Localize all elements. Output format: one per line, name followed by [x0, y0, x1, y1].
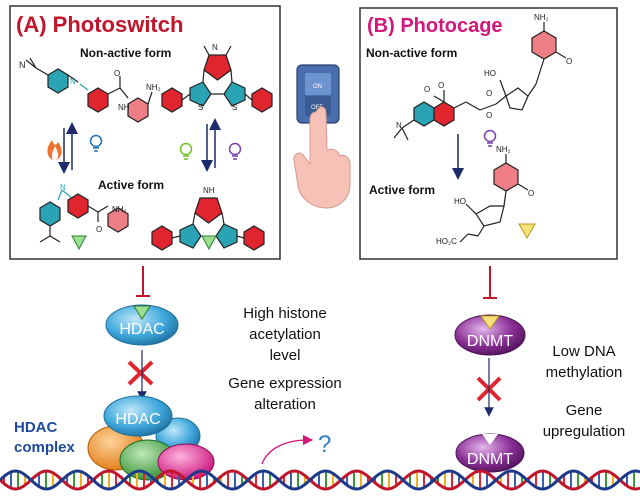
chem-ho-b-active: HO	[454, 197, 466, 206]
dna-strand	[0, 469, 640, 491]
chem-o-b3: O	[486, 111, 492, 120]
hdac-complex-group	[87, 395, 215, 481]
panel-a-inactive-label: Non-active form	[80, 46, 171, 60]
curved-magenta-arrow	[261, 434, 314, 465]
chem-azo-n-active: N	[60, 183, 66, 192]
dnmt-effect-line1: Low DNA	[552, 343, 615, 360]
panel-b-frame	[359, 7, 618, 260]
chem-o-b5: O	[566, 57, 572, 66]
chem-o-b2: O	[424, 85, 430, 94]
chem-n-label: N	[19, 60, 26, 70]
panel-b-title: (B) Photocage	[367, 15, 503, 37]
chem-o-b-active: O	[528, 189, 534, 198]
dithienylethene-active-molecule	[151, 197, 265, 251]
hdac-label: HDAC	[119, 321, 164, 338]
chem-o-b1: O	[438, 81, 444, 90]
azobenzene-active-molecule	[39, 189, 129, 243]
chem-s-label-2: S	[232, 103, 237, 112]
hdac-effect-line5: alteration	[254, 396, 316, 413]
hdac-complex-caption-line1: HDAC	[14, 419, 57, 436]
dnmt-effect-line3: Gene	[566, 402, 603, 419]
switch-off-label: OFF	[311, 105, 323, 111]
panel-a-left-equilibrium-arrows	[58, 122, 78, 174]
chem-s-label-1: S	[198, 103, 203, 112]
chem-n-b: N	[396, 121, 402, 130]
panel-b-inactive-label: Non-active form	[366, 46, 457, 60]
dnmt-label: DNMT	[467, 333, 513, 350]
blue-light-bulb-icon	[89, 134, 103, 152]
dnmt-inhibition-arrow	[483, 266, 497, 299]
chem-nh-dte-active: NH	[203, 186, 215, 195]
chem-nh2-label: NH₂	[146, 83, 161, 92]
hdac-inhibition-arrow	[136, 266, 150, 297]
hdac-bound-inhibitor-triangle	[133, 305, 151, 320]
green-light-bulb-icon	[179, 142, 193, 160]
dna-double-helix	[0, 469, 640, 491]
dnmt-enzyme	[454, 314, 526, 356]
active-site-triangle-b	[518, 223, 536, 240]
purple-light-bulb-icon	[228, 142, 242, 160]
dithienylethene-inactive-molecule	[161, 45, 273, 113]
chem-nh-label: NH	[118, 103, 130, 112]
hdac-effect-line1: High histone	[243, 305, 326, 322]
chem-nh2-b: NH₂	[534, 13, 549, 22]
hand-pressing-icon	[293, 106, 351, 209]
chem-azo-n-label: N	[70, 77, 76, 86]
hdac-effect-text: High histone acetylation level Gene expr…	[228, 305, 341, 413]
panel-a-title: (A) Photoswitch	[16, 12, 183, 37]
hdac-effect-line2: acetylation	[249, 326, 321, 343]
chem-ho-b: HO	[484, 69, 496, 78]
hdac-effect-line4: Gene expression	[228, 375, 341, 392]
dna-strand	[0, 469, 640, 491]
heat-flame-icon	[47, 140, 62, 160]
azobenzene-inactive-molecule	[25, 57, 153, 123]
dnmt-bottom-label: DNMT	[467, 451, 513, 468]
panel-b-active-label: Active form	[369, 183, 435, 197]
chem-o-b4: O	[486, 89, 492, 98]
dnmt-empty-pocket	[482, 434, 498, 445]
dnmt-effect-line2: methylation	[546, 364, 623, 381]
chem-n-label-dte: N	[212, 43, 218, 52]
light-switch-icon: ON OFF	[296, 64, 340, 124]
hdac-block-cross-icon	[127, 360, 154, 386]
caged-nucleoside-molecule	[393, 22, 567, 141]
hdac-complex-caption-line2: complex	[14, 439, 76, 456]
purple-light-bulb-b-icon	[483, 129, 497, 147]
hdac-enzyme	[105, 304, 179, 346]
active-site-triangle-a2	[201, 235, 217, 251]
dnmt-effect-text: Low DNA methylation Gene upregulation	[543, 343, 626, 440]
decitabine-active-molecule	[459, 154, 529, 243]
chem-nh2-active: NH₂	[112, 205, 127, 214]
chem-hooc-b-active: HO₂C	[436, 237, 457, 246]
panel-a-right-equilibrium-arrows	[201, 118, 221, 172]
chem-o-label: O	[114, 69, 120, 78]
panel-a-active-label: Active form	[98, 178, 164, 192]
hdac-complex-label: HDAC	[115, 411, 160, 428]
switch-on-label: ON	[313, 84, 322, 90]
unknown-effect-question-mark: ?	[318, 431, 331, 458]
dnmt-effect-line4: upregulation	[543, 423, 626, 440]
dnmt-bound-inhibitor-triangle	[480, 315, 500, 330]
active-site-triangle-a1	[71, 235, 87, 251]
chem-nh2-b-active: NH₂	[496, 145, 511, 154]
chem-o-active: O	[96, 225, 102, 234]
hdac-effect-line3: level	[270, 347, 301, 364]
